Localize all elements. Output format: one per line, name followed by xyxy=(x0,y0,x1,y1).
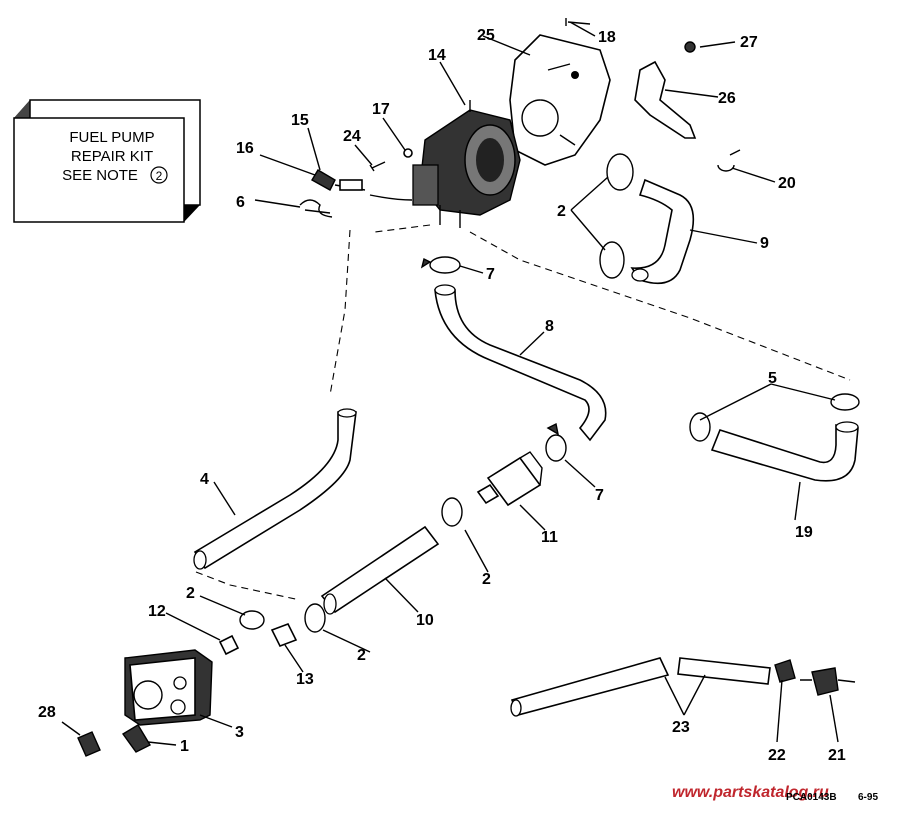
clamp-2a xyxy=(606,153,634,191)
callout-15: 15 xyxy=(291,112,309,129)
clip-6 xyxy=(299,199,333,218)
note-line-2: REPAIR KIT xyxy=(71,148,153,165)
clamp-2d xyxy=(304,603,326,633)
callout-18: 18 xyxy=(598,29,616,46)
fuel-filter-3 xyxy=(124,649,213,726)
clamp-2c xyxy=(441,497,463,527)
hose-19 xyxy=(710,424,859,482)
fitting-12 xyxy=(218,634,240,656)
clamp-5b xyxy=(689,412,711,442)
callout-2-left: 2 xyxy=(186,585,195,602)
callout-14: 14 xyxy=(428,47,446,64)
clamp-7a xyxy=(429,256,461,274)
note-circle xyxy=(150,166,168,184)
callout-24: 24 xyxy=(343,128,361,145)
callout-3: 3 xyxy=(235,724,244,741)
hose-8 xyxy=(434,289,607,442)
callout-11: 11 xyxy=(541,529,558,546)
hose-23a xyxy=(510,657,670,716)
connector-21 xyxy=(811,667,839,696)
hose-23b xyxy=(677,657,771,685)
callout-19: 19 xyxy=(795,524,813,541)
bracket-26 xyxy=(634,60,697,139)
callout-16: 16 xyxy=(236,140,254,157)
callout-23: 23 xyxy=(672,719,690,736)
callout-21: 21 xyxy=(828,747,846,764)
figure-date: 6-95 xyxy=(858,792,878,803)
fuel-pump-14 xyxy=(412,100,521,228)
hose-4 xyxy=(193,411,357,570)
nut-27 xyxy=(684,41,696,53)
clip-22 xyxy=(774,659,796,683)
fuel-filter-11 xyxy=(476,451,543,507)
callout-7-upper: 7 xyxy=(486,266,495,283)
clip-1 xyxy=(121,724,151,753)
washer-17 xyxy=(403,148,413,158)
callout-10: 10 xyxy=(416,612,434,629)
callout-4: 4 xyxy=(200,471,209,488)
callout-13: 13 xyxy=(296,671,314,688)
clamp-20 xyxy=(717,149,741,172)
callout-20: 20 xyxy=(778,175,796,192)
callout-25: 25 xyxy=(477,27,495,44)
callout-8: 8 xyxy=(545,318,554,335)
callout-6: 6 xyxy=(236,194,245,211)
callout-2-center: 2 xyxy=(357,647,366,664)
connection-lines xyxy=(195,224,851,601)
screw-18 xyxy=(565,18,591,26)
callout-2-mid: 2 xyxy=(482,571,491,588)
note-number: 2 xyxy=(156,169,163,183)
leader-lines xyxy=(61,21,839,746)
clamp-2b xyxy=(599,241,625,279)
callout-5: 5 xyxy=(768,370,777,387)
clamp-5a xyxy=(830,393,860,411)
fitting-15-16 xyxy=(311,169,413,201)
fitting-13 xyxy=(270,622,298,648)
callout-numbers: 25 14 15 16 17 24 18 27 26 20 6 2 9 7 8 … xyxy=(38,27,846,764)
callout-27: 27 xyxy=(740,34,758,51)
clamp-7b xyxy=(545,434,567,462)
note-line-1: FUEL PUMP xyxy=(69,129,154,146)
callout-9: 9 xyxy=(760,235,769,252)
clip-28 xyxy=(77,731,101,757)
screw-24 xyxy=(369,161,386,172)
clamp-2e xyxy=(239,610,265,630)
hose-10 xyxy=(320,525,440,614)
callout-17: 17 xyxy=(372,101,390,118)
callout-26: 26 xyxy=(718,90,736,107)
note-line-3: SEE NOTE xyxy=(62,167,138,184)
hose-9 xyxy=(630,178,695,285)
watermark: www.partskatalog.ru xyxy=(672,784,829,801)
repair-kit-note-box: FUEL PUMP REPAIR KIT SEE NOTE 2 xyxy=(13,99,201,223)
callout-28: 28 xyxy=(38,704,56,721)
callout-12: 12 xyxy=(148,603,166,620)
callout-1: 1 xyxy=(180,738,189,755)
callout-7-lower: 7 xyxy=(595,487,604,504)
bracket-25 xyxy=(509,34,611,166)
figure-code: PCA0143B xyxy=(786,792,837,803)
callout-2-upper: 2 xyxy=(557,203,566,220)
callout-22: 22 xyxy=(768,747,786,764)
